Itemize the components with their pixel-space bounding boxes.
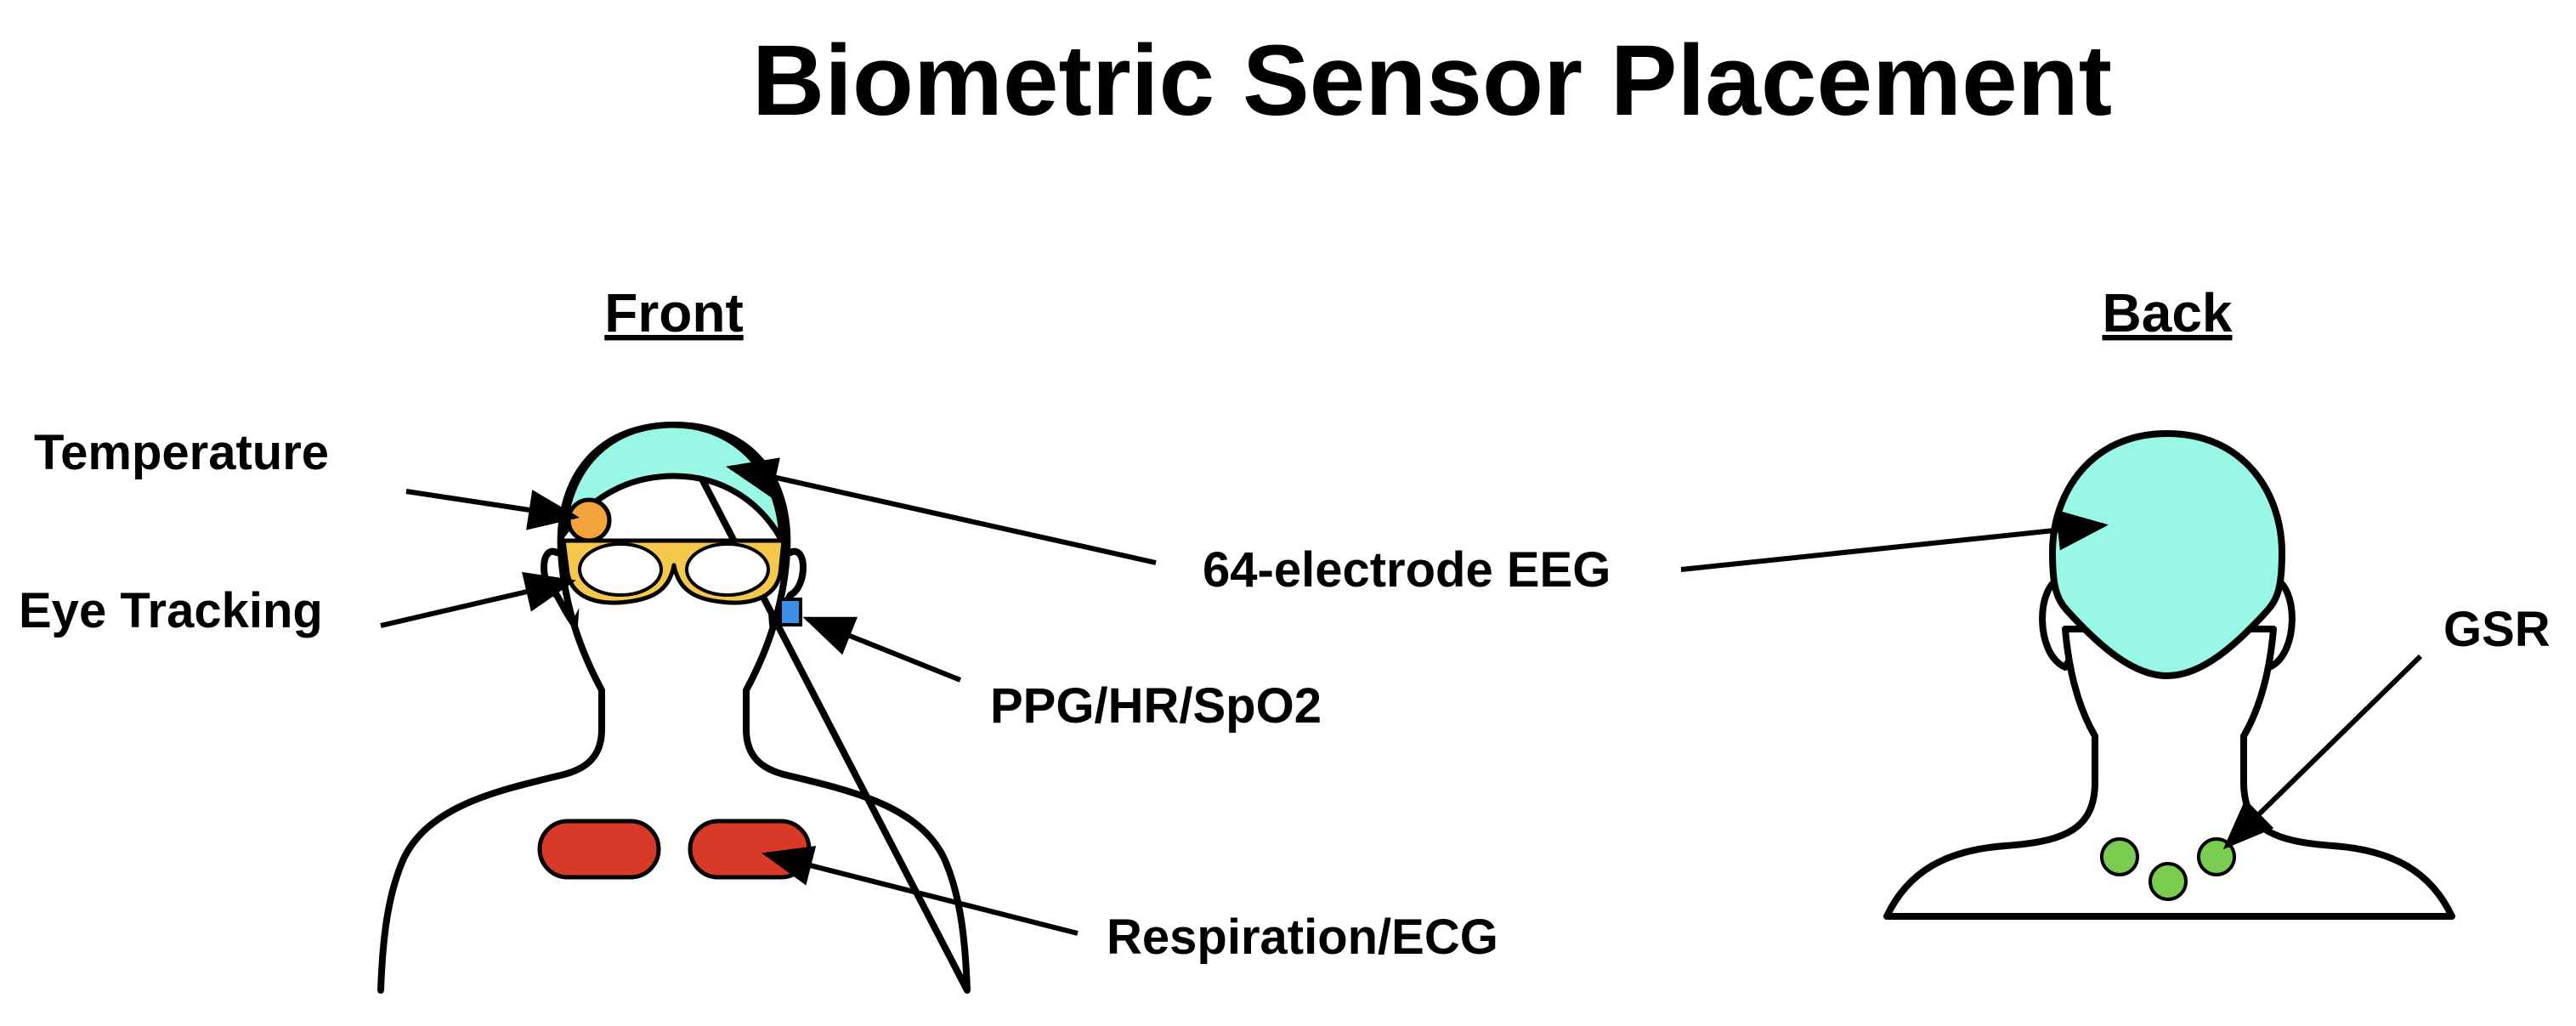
eye-tracking-glasses <box>561 538 786 605</box>
label-eeg: 64-electrode EEG <box>1203 542 1611 598</box>
page-title: Biometric Sensor Placement <box>752 25 2112 137</box>
left-lens <box>578 542 663 597</box>
back-eeg-cap <box>2049 430 2285 679</box>
right-lens <box>685 542 770 597</box>
back-neck-shoulders <box>1883 626 2455 920</box>
front-figure <box>377 422 971 994</box>
label-ppg: PPG/HR/SpO2 <box>990 678 1322 734</box>
arrow-respiration <box>761 846 1079 936</box>
arrow-ppg <box>802 616 962 683</box>
front-view-heading: Front <box>604 282 744 343</box>
respiration-pad-left <box>537 819 661 880</box>
label-temperature: Temperature <box>34 425 329 480</box>
arrow-gsr <box>2222 654 2423 850</box>
label-respiration: Respiration/ECG <box>1107 910 1498 965</box>
temperature-sensor <box>566 497 612 543</box>
label-gsr: GSR <box>2443 602 2551 657</box>
respiration-pad-right <box>688 819 812 880</box>
ppg-sensor <box>778 598 802 626</box>
label-eye-tracking: Eye Tracking <box>19 583 323 638</box>
arrow-eeg-back <box>1680 509 2109 572</box>
back-figure <box>1883 430 2455 920</box>
back-view-heading: Back <box>2103 282 2233 343</box>
arrow-eye-tracking <box>380 571 576 628</box>
front-head <box>377 422 971 994</box>
gsr-electrode-1 <box>2100 837 2139 876</box>
gsr-electrode-2 <box>2149 862 2188 901</box>
front-head-outline <box>377 422 971 994</box>
arrow-temperature <box>405 489 580 530</box>
arrow-eeg-front <box>726 457 1157 565</box>
